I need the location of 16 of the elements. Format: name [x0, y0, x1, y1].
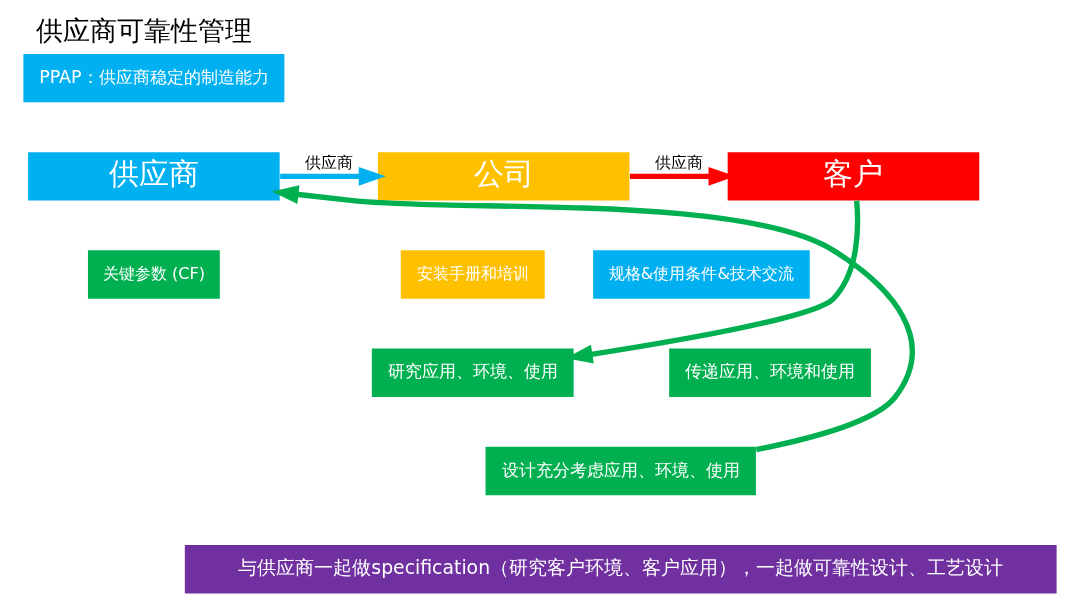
- node-box: 客户: [727, 152, 980, 201]
- diagram-title: 供应商可靠性管理: [35, 15, 252, 47]
- node-box: 研究应用、环境、使用: [371, 348, 574, 397]
- caption: 与供应商一起做specification（研究客户环境、客户应用），一起做可靠性设计、工艺设计: [238, 557, 1004, 579]
- node-box: 安装手册和培训: [400, 250, 545, 299]
- node-box: 公司: [377, 152, 630, 201]
- node-box: 传递应用、环境和使用: [669, 348, 871, 397]
- node-box: 设计充分考虑应用、环境、使用: [485, 446, 756, 496]
- arrow: [271, 185, 915, 453]
- edge-label: 供应商: [304, 152, 353, 172]
- arrow: [280, 166, 386, 186]
- node-box: PPAP：供应商稳定的制造能力: [23, 53, 285, 103]
- edge-label: 供应商: [654, 152, 703, 172]
- node-box: 供应商: [28, 152, 280, 201]
- node-box: 关键参数 (CF): [87, 250, 220, 299]
- node-box: 规格&使用条件&技术交流: [593, 250, 810, 299]
